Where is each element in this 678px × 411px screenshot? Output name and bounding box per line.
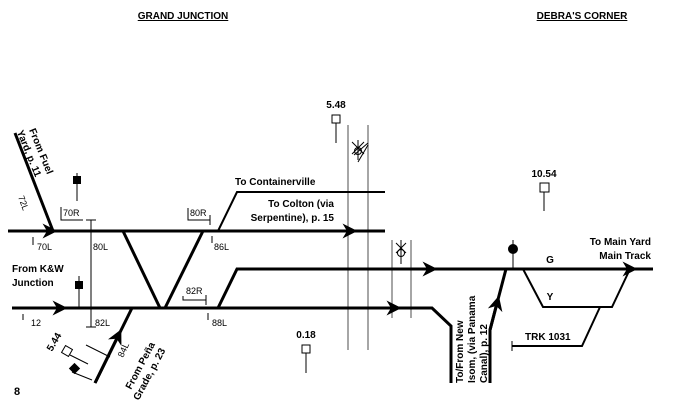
switch-label-70l: 70L bbox=[37, 242, 52, 252]
label-from-fuel-yard: From FuelYard, p. 11 bbox=[14, 124, 55, 180]
track-fuel-yard bbox=[13, 132, 55, 232]
switch-brackets bbox=[22, 207, 213, 328]
signal-icon bbox=[75, 276, 83, 308]
header-debras-corner: DEBRA'S CORNER bbox=[537, 11, 628, 22]
tracks bbox=[8, 132, 653, 384]
track-label-y: Y bbox=[547, 292, 554, 303]
switch-label-80l: 80L bbox=[93, 242, 108, 252]
switch-label-70r: 70R bbox=[63, 208, 80, 218]
track-lower-main bbox=[12, 306, 453, 383]
signal-icon bbox=[508, 240, 518, 269]
track-label-1031: TRK 1031 bbox=[525, 332, 571, 343]
switch-label-72l: 72L bbox=[16, 194, 31, 212]
switch-label-80r: 80R bbox=[190, 208, 207, 218]
svg-text:5.48: 5.48 bbox=[326, 100, 346, 111]
signal-icon bbox=[73, 173, 81, 201]
crossing-signal-icon bbox=[351, 140, 369, 163]
crossing-signal-icon bbox=[395, 240, 407, 264]
svg-text:5.44: 5.44 bbox=[45, 331, 64, 354]
track-containerville bbox=[217, 191, 385, 232]
crossover-right bbox=[163, 230, 205, 309]
track-label-g: G bbox=[546, 255, 554, 266]
switch-label-84l: 84L bbox=[116, 341, 131, 359]
signal-icon bbox=[68, 362, 93, 381]
label-to-containerville: To Containerville bbox=[235, 177, 316, 188]
milepost-10-54: 10.54 bbox=[531, 169, 557, 211]
label-to-from-new-isom: To/From NewIsom, (via PanamaCanal), p. 1… bbox=[455, 295, 490, 383]
page-number: 8 bbox=[14, 386, 20, 398]
milepost-5-48: 5.48 bbox=[326, 100, 346, 143]
crossover-left bbox=[121, 230, 162, 309]
track-1031 bbox=[512, 306, 601, 347]
switch-label-82l: 82L bbox=[95, 318, 110, 328]
switch-label-82r: 82R bbox=[186, 286, 203, 296]
switch-label-12: 12 bbox=[31, 318, 41, 328]
milepost-5-44: 5.44 bbox=[45, 331, 111, 365]
header-grand-junction: GRAND JUNCTION bbox=[138, 11, 229, 22]
svg-text:0.18: 0.18 bbox=[296, 330, 316, 341]
switch-label-88l: 88L bbox=[212, 318, 227, 328]
track-g-main bbox=[216, 267, 653, 309]
switch-label-86l: 86L bbox=[214, 242, 229, 252]
track-y bbox=[522, 268, 631, 308]
milepost-0-18: 0.18 bbox=[296, 330, 316, 373]
svg-text:10.54: 10.54 bbox=[531, 169, 556, 180]
road-crossings bbox=[347, 125, 412, 350]
